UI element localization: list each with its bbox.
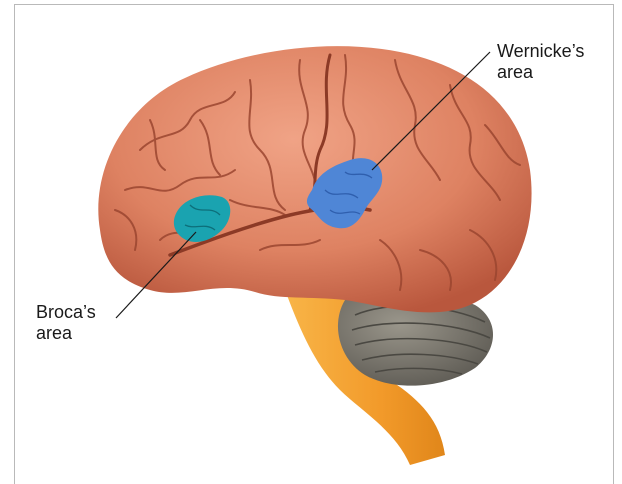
broca-label: Broca’s area	[36, 302, 96, 344]
wernicke-label: Wernicke’s area	[497, 41, 584, 83]
